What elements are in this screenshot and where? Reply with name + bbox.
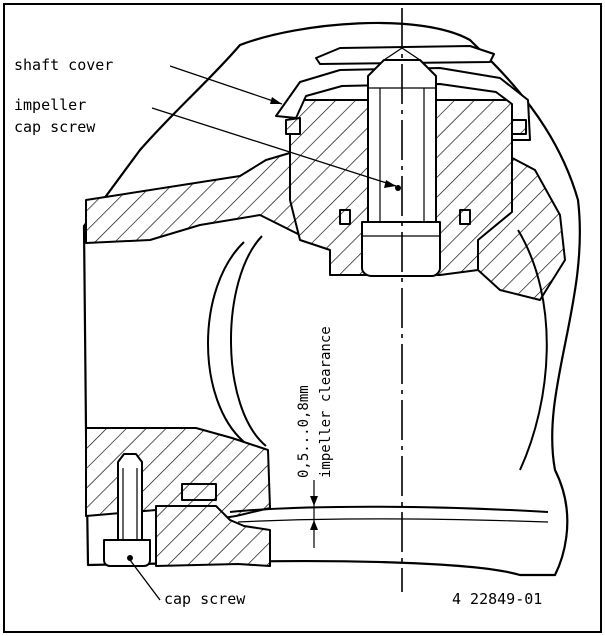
lower-cap-screw-body — [117, 453, 143, 541]
volute-chamber-right — [517, 229, 548, 471]
bolt-cone-right — [401, 47, 421, 61]
lower-cap-screw-head — [103, 539, 151, 567]
label-clearance-value: 0,5...0,8mm — [296, 385, 312, 478]
shaft-cover-seal-left — [285, 117, 301, 135]
label-drawing-number: 4 22849-01 — [452, 590, 542, 608]
casing-lower-edge — [237, 518, 549, 523]
label-impeller-line2: cap screw — [14, 118, 96, 136]
lower-casing-step — [181, 483, 217, 501]
impeller-cap-screw-head — [361, 221, 441, 277]
volute-chamber-left-inner — [230, 235, 267, 447]
volute-chamber-left — [207, 241, 245, 443]
top-flange-plate — [315, 45, 495, 65]
nut-seal-left — [339, 209, 351, 225]
drawing-frame — [3, 3, 602, 633]
cap-screw-leader-dot — [127, 555, 133, 561]
impeller-screw-leader-dot — [395, 185, 401, 191]
clearance-arrow-top — [310, 496, 318, 506]
shaft-cover-seal-right — [511, 119, 527, 135]
wear-ring — [155, 505, 271, 567]
cap-screw-leader — [129, 559, 161, 601]
label-cap-screw: cap screw — [164, 590, 246, 608]
bolt-cone-left — [383, 47, 403, 61]
impeller-screw-leader — [151, 107, 397, 187]
impeller-screw-leader-arrow — [384, 180, 396, 188]
label-impeller-clearance: impeller clearance — [318, 326, 334, 478]
label-shaft-cover: shaft cover — [14, 56, 113, 74]
shaft-cover-leader — [169, 65, 283, 105]
clearance-arrow-bottom — [310, 520, 318, 530]
shaft-cover-leader-arrow — [270, 97, 282, 104]
nut-seal-right — [459, 209, 471, 225]
impeller-lower-edge — [229, 505, 549, 513]
label-impeller-line1: impeller — [14, 96, 86, 114]
